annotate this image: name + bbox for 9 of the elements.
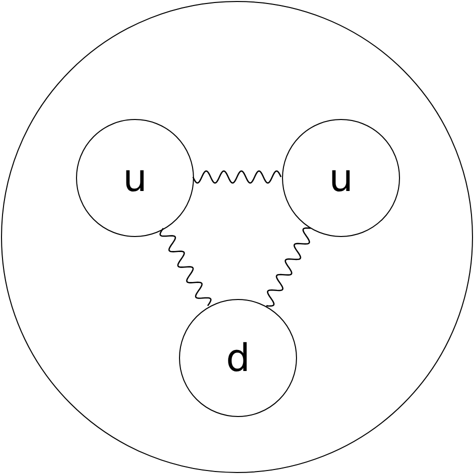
quark-label: u: [328, 159, 354, 197]
particle-circle: [282, 119, 400, 237]
particle-circle: [179, 299, 297, 417]
particle-circle: [76, 119, 194, 237]
quark-label: d: [226, 339, 250, 377]
quark-label: u: [122, 159, 148, 197]
gluon-line: [159, 228, 212, 306]
gluon-line: [192, 170, 282, 184]
gluon-line: [266, 227, 311, 307]
